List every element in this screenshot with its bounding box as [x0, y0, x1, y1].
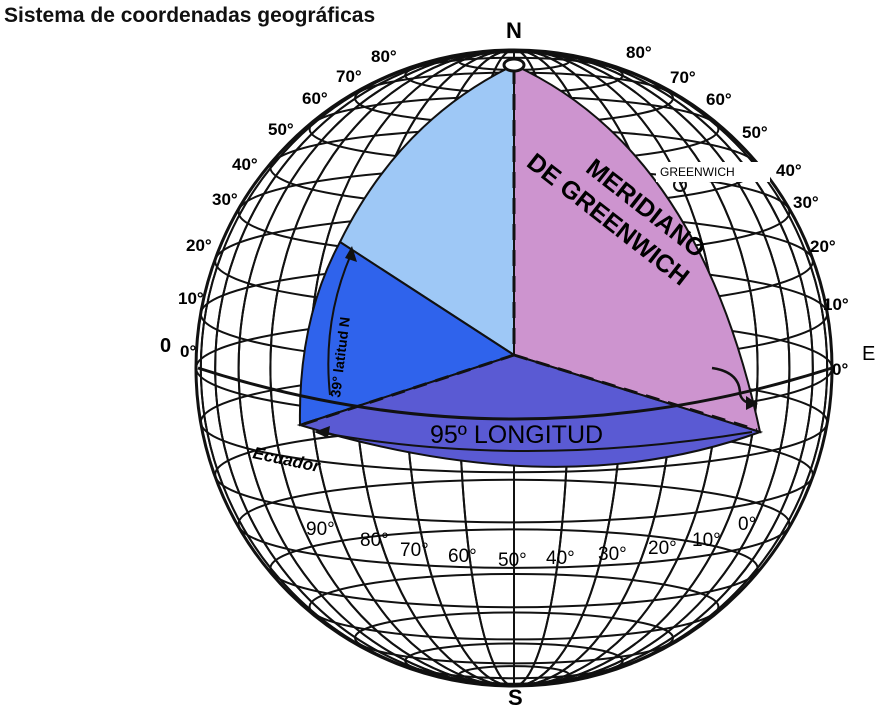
longitude-tick-label: 50°	[498, 550, 527, 571]
longitude-radius-line	[303, 353, 515, 426]
greenwich-label: GREENWICH	[660, 165, 735, 179]
latitude-tick-label: 20°	[810, 237, 836, 256]
right-latitude-labels: 80° 70° 60° 50° 40° 30° 20° 10° 0°	[626, 43, 849, 379]
latitude-tick-label: 60°	[302, 89, 328, 108]
longitude-tick-label: 80°	[360, 530, 389, 551]
latitude-tick-label: 40°	[232, 155, 258, 174]
latitude-tick-label: 20°	[186, 236, 212, 255]
latitude-tick-label: 80°	[371, 47, 397, 66]
latitude-tick-label: 10°	[823, 295, 849, 314]
latitude-tick-label: 70°	[670, 68, 696, 87]
greenwich-pointer-head	[746, 396, 758, 410]
equator-line	[197, 366, 833, 421]
latitude-tick-label: 70°	[336, 67, 362, 86]
longitude-tick-label: 0°	[738, 514, 756, 535]
longitude-tick-label: 90°	[306, 519, 335, 540]
longitude-tick-label: 30°	[598, 544, 627, 565]
latitude-tick-label: 60°	[706, 90, 732, 109]
east-side-label: E	[862, 343, 875, 365]
north-label: N	[506, 18, 522, 43]
longitude-labels: 90° 80° 70° 60° 50° 40° 30° 20° 10° 0°	[306, 514, 756, 571]
greenwich-label-bg	[656, 162, 770, 182]
greenwich-meridian-plane	[513, 63, 762, 434]
latitude-tick-label: 30°	[793, 193, 819, 212]
longitude-tick-label: 10°	[692, 530, 721, 551]
south-label: S	[508, 685, 523, 708]
latitude-tick-label: 30°	[212, 190, 238, 209]
longitude-label: 95º LONGITUD	[430, 421, 603, 449]
page-title: Sistema de coordenadas geográficas	[4, 4, 376, 27]
cutaway-wedge	[197, 63, 833, 468]
latitude-tick-label: 50°	[742, 123, 768, 142]
latitude-arrowhead	[345, 246, 357, 262]
latitude-tick-label: 50°	[268, 120, 294, 139]
latitude-tick-label: 0°	[180, 342, 196, 361]
longitude-tick-label: 20°	[648, 538, 677, 559]
meridian-line	[269, 50, 759, 686]
longitude-arrowhead	[314, 426, 330, 438]
left-latitude-labels: 80° 70° 60° 50° 40° 30° 20° 10° 0°	[178, 47, 397, 361]
north-pole-marker	[502, 57, 526, 73]
latitude-arc	[327, 251, 353, 396]
latitude-sector-upper	[338, 63, 515, 357]
latitude-tick-label: 40°	[776, 161, 802, 180]
meridian-line	[214, 50, 814, 686]
equator-radius-line	[513, 353, 758, 432]
longitude-tick-label: 40°	[546, 548, 575, 569]
latitude-tick-label: 80°	[626, 43, 652, 62]
longitude-tick-label: 60°	[448, 546, 477, 567]
longitude-arc	[317, 431, 753, 452]
west-side-label: 0	[160, 335, 171, 357]
latitude-tick-label: 10°	[178, 289, 204, 308]
latitude-tick-label: 0°	[832, 360, 848, 379]
equatorial-plane	[296, 353, 764, 468]
longitude-tick-label: 70°	[400, 540, 429, 561]
meridian-line	[237, 50, 791, 686]
